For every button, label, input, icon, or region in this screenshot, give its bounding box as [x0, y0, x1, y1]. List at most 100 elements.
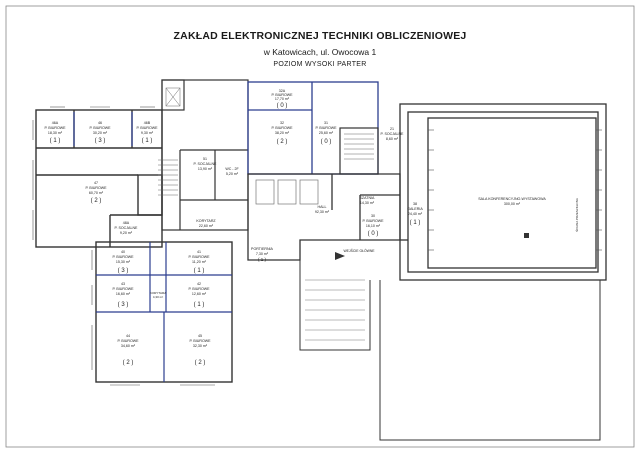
room-30-name: 30 — [371, 214, 375, 218]
stair-treads-west — [158, 159, 178, 196]
room-44-occupancy: ( 2 ) — [123, 360, 134, 366]
room-46a-area: 18,30 m² — [48, 131, 63, 135]
sheet-border — [5, 5, 635, 448]
south-corridor-area: 4,30 m² — [153, 295, 163, 299]
room-47-occupancy: ( 2 ) — [91, 198, 102, 204]
room-51-label: P. SOCJALNE — [194, 162, 218, 166]
room-46b-name: 46B — [144, 121, 151, 125]
room-48a-area: 9,20 m² — [120, 231, 133, 235]
room-43-label: P. BIUROWE — [112, 287, 134, 291]
porter-area: 7,30 m² — [256, 252, 269, 256]
room-31-occupancy: ( 0 ) — [321, 139, 332, 145]
entrance-steps — [305, 279, 365, 341]
room-32-label: P. BIUROWE — [271, 126, 293, 130]
wardrobe-label: SZATNIA — [360, 196, 376, 200]
room-30-area: 16,10 m² — [366, 224, 381, 228]
corridor-label: KORYTARZ — [196, 219, 216, 223]
room-44-label: P. BIUROWE — [117, 339, 139, 343]
room-30-occupancy: ( 0 ) — [368, 231, 379, 237]
room-45-label: P. BIUROWE — [189, 339, 211, 343]
room-32-name: 32 — [280, 121, 284, 125]
room-42-area: 12,60 m² — [192, 292, 207, 296]
room-21-area: 8,60 m² — [386, 137, 399, 141]
room-41-label: P. BIUROWE — [188, 255, 210, 259]
room-48a-label: P. SOCJALNE — [115, 226, 139, 230]
column-marker — [524, 233, 529, 238]
room-31-label: P. BIUROWE — [315, 126, 337, 130]
central-core-walls — [161, 79, 249, 231]
room-46b-area: 9,30 m² — [141, 131, 154, 135]
room-43-name: 43 — [121, 282, 125, 286]
terrace-walls — [299, 260, 601, 441]
room-46a-name: 46A — [52, 121, 59, 125]
room-47-label: P. BIUROWE — [85, 186, 107, 190]
stair-treads-east — [344, 133, 374, 160]
room-42-name: 42 — [197, 282, 201, 286]
room-47-name: 47 — [94, 181, 98, 185]
hall-fixtures — [255, 179, 319, 205]
hall-area: 92,30 m² — [315, 210, 330, 214]
entrance-label: WEJŚCIE GŁÓWNE — [343, 248, 375, 253]
drawing-level: POZIOM WYSOKI PARTER — [273, 61, 367, 68]
room-32a-name: 32A — [279, 89, 286, 93]
room-40-label: P. BIUROWE — [112, 255, 134, 259]
porter-label: PORTIERNIA — [251, 247, 274, 251]
room-43-area: 16,60 m² — [116, 292, 131, 296]
room-32-area: 38,20 m² — [275, 131, 290, 135]
drawing-title: ZAKŁAD ELEKTRONICZNEJ TECHNIKI OBLICZENI… — [173, 30, 467, 42]
room-45-occupancy: ( 2 ) — [195, 360, 206, 366]
room-46b-label: P. BIUROWE — [136, 126, 158, 130]
room-43-occupancy: ( 3 ) — [118, 302, 129, 308]
wardrobe-area: 14,30 m² — [360, 201, 375, 205]
south-corridor-label: KORYTARZ — [150, 291, 166, 295]
south-wing-windows — [91, 250, 215, 386]
room-32a-occupancy: ( 0 ) — [277, 103, 288, 109]
room-40-name: 40 — [121, 250, 125, 254]
room-wc-area: 5,20 m² — [226, 172, 239, 176]
west-wing-windows — [32, 106, 155, 240]
east-window-ticks — [428, 129, 602, 251]
south-wing-office-walls — [96, 242, 232, 382]
room-41-area: 11,20 m² — [192, 260, 207, 264]
room-21-label: P. SOCJALNE — [381, 132, 405, 136]
corridor-area: 22,60 m² — [199, 224, 214, 228]
room-46-name: 46 — [98, 121, 102, 125]
room-46a-occupancy: ( 1 ) — [50, 138, 61, 144]
room-47-area: 60,70 m² — [89, 191, 104, 195]
entrance-arrow-icon — [335, 252, 345, 260]
room-32a-label: P. BIUROWE — [271, 93, 293, 97]
east-wing-walls — [399, 103, 607, 281]
room-41-occupancy: ( 1 ) — [194, 268, 205, 274]
room-40-occupancy: ( 3 ) — [118, 268, 129, 274]
room-46a-label: P. BIUROWE — [44, 126, 66, 130]
gallery-area: 24,40 m² — [408, 212, 423, 216]
gallery-label: GALERIA — [407, 207, 423, 211]
room-46-label: P. BIUROWE — [89, 126, 111, 130]
room-42-occupancy: ( 1 ) — [194, 302, 205, 308]
drawing-address: w Katowicach, ul. Owocowa 1 — [263, 47, 377, 57]
room-46-area: 30,20 m² — [93, 131, 108, 135]
room-46-occupancy: ( 3 ) — [95, 138, 106, 144]
room-labels: 46A P. BIUROWE 18,30 m² ( 1 ) 46 P. BIUR… — [44, 89, 579, 366]
elevator-shaft — [165, 87, 181, 107]
room-42-label: P. BIUROWE — [188, 287, 210, 291]
room-31-name: 31 — [324, 121, 328, 125]
room-44-name: 44 — [126, 334, 130, 338]
glass-wall-label: ŚCIANA PRZESZKLONA — [574, 198, 579, 232]
room-48a-name: 48A — [123, 221, 130, 225]
room-46b-occupancy: ( 1 ) — [142, 138, 153, 144]
room-21-name: 21 — [390, 127, 394, 131]
room-45-name: 45 — [198, 334, 202, 338]
room-32a-area: 17,70 m² — [275, 97, 290, 101]
conference-hall-area: 300,00 m² — [504, 202, 521, 206]
room-30-label: P. BIUROWE — [362, 219, 384, 223]
north-stair-walls — [339, 127, 379, 175]
room-44-area: 34,60 m² — [121, 344, 136, 348]
room-31-area: 25,60 m² — [319, 131, 334, 135]
hall-label: HALL — [318, 205, 327, 209]
room-45-area: 32,30 m² — [193, 344, 208, 348]
gallery-name: 38 — [413, 202, 417, 206]
porter-occupancy: ( 1 ) — [258, 257, 267, 262]
